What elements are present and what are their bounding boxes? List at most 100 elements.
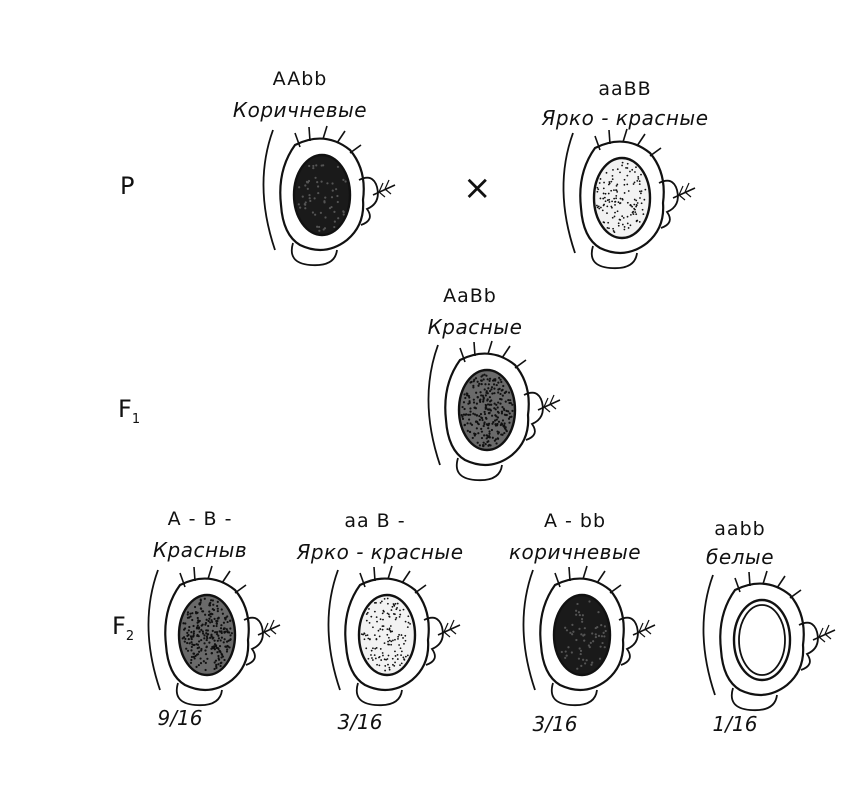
f2-2-eye-stipple-dot [400,634,403,636]
f1-eye-stipple-dot [463,393,466,396]
parent-1-eye-stipple-dot [314,176,317,179]
f2-1-eye-bristle [193,566,196,582]
f2-1-eye-stipple-dot [211,647,214,650]
f2-3-eye-stipple-dot [585,659,588,662]
f2-1-eye-stipple-dot [204,613,207,616]
f2-1-eye-stipple-dot [224,630,227,633]
f2-2-eye-stipple-dot [365,647,368,650]
f1-eye-stipple-dot [507,417,511,420]
parent-2-eye-stipple-dot [638,221,641,223]
f2-3-eye-bristle [609,584,622,594]
f1-eye-stipple-dot [464,396,467,400]
f1-eye-stipple-dot [480,430,484,433]
parent-2-eye-stipple-dot [626,222,629,225]
parent-2-eye-stipple-dot [616,183,619,186]
f1-eye-stipple-dot [499,378,502,381]
f2-1-eye-stipple-dot [205,635,208,638]
f2-2-eye-stipple-dot [365,619,368,622]
parent-2-eye-stipple-dot [640,173,642,176]
f1-eye-stipple-dot [469,430,472,434]
f2-1-eye-stipple-dot [216,610,219,613]
f2-1-eye-stipple-dot [206,629,209,632]
f1-eye-stipple-dot [476,395,479,399]
f2-1-eye-stipple-dot [217,657,220,660]
f1-eye-stipple-dot [481,418,484,422]
parent-1-eye-stipple-dot [324,196,327,199]
f2-2-eye-stipple-dot [400,662,403,665]
f1-eye-stipple-dot [478,399,481,402]
f1-eye-stipple-dot [472,384,475,388]
f2-1-eye-stipple-dot [195,612,198,615]
f1-eye-stipple-dot [491,436,494,439]
f2-1-eye-stipple-dot [229,627,232,630]
f2-1-eye-stipple-dot [205,618,208,621]
parent-2-eye-stipple-dot [640,190,643,193]
f1-eye-stipple-dot [485,423,489,426]
parent-2-eye-stipple-dot [613,231,616,234]
parent-1-phenotype: Коричневые [232,98,368,122]
f2-2-eye-stipple-dot [404,634,407,637]
parent-2-eye-stipple-dot [606,199,609,202]
parent-2-eye-stipple-dot [632,183,635,185]
f2-1-eye-stipple-dot [198,630,201,633]
f1-eye-stipple-dot [496,416,500,419]
f2-1-eye-stipple-dot [225,628,228,631]
f1-eye-stipple-dot [472,412,475,415]
f1-eye-stipple-dot [505,413,508,417]
f1-eye-stipple-dot [473,413,477,416]
parent-2-eye-stipple-dot [606,226,609,229]
parent-2-eye-arista-branch [678,194,686,201]
f2-3-eye-stipple-dot [591,661,594,664]
f1-eye-stipple-dot [463,407,466,411]
parent-2-eye-stipple-dot [603,196,606,199]
f2-1-eye-stipple-dot [192,624,195,628]
parent-1-eye-stipple-dot [336,200,339,204]
f1-eye-stipple-dot [488,411,491,414]
parent-2-eye-bristle [608,129,611,145]
f2-1-eye-stipple-dot [192,630,196,633]
parent-1-eye-stipple-dot [311,211,315,214]
f2-3-eye-stipple-dot [580,664,583,667]
f1-eye-stipple-dot [493,407,496,410]
parent-2-eye-arista-branch [684,182,690,193]
parent-2-eye-stipple-dot [635,203,638,206]
f2-1-eye-stipple-dot [218,650,221,653]
f1-eye-stipple-dot [482,378,485,381]
f2-3-phenotype: коричневые [508,540,642,564]
f2-1-eye-stipple-dot [190,658,193,662]
f2-3-eye-stipple-dot [597,634,601,637]
parent-2-eye-stipple-dot [619,171,621,174]
f1-eye-stipple-dot [503,431,506,435]
f1-eye-arista-branch [543,406,551,413]
f1-eye-stipple-dot [503,422,506,425]
parent-1-eye-stipple-dot [323,200,326,203]
f2-2-eye-stipple-dot [364,634,367,637]
parent-2-eye-stipple-dot [608,227,610,230]
parent-2-eye-stipple-dot [615,194,618,197]
f1-eye-stipple-dot [483,388,486,391]
f2-1-eye-stipple-dot [197,620,200,623]
f1-eye-stipple-dot [497,391,500,394]
f2-1-eye-stipple-dot [204,623,207,626]
parent-1-genotype: AAbb [272,68,328,90]
parent-2-eye-stipple-dot [632,213,635,216]
parent-2-eye-stipple-dot [615,184,618,187]
f2-1-eye-stipple-dot [216,600,219,603]
f2-1-eye-stipple-dot [183,627,187,630]
f2-2-eye-stipple-dot [399,613,402,616]
f2-1-eye-stipple-dot [216,604,219,608]
f2-4-phenotype: белые [705,545,775,569]
f2-1-eye-stipple-dot [188,642,191,645]
parent-1-eye-arista-branch [384,179,390,190]
f2-2-eye-stipple-dot [378,664,381,667]
f2-1-eye-stipple-dot [193,643,196,647]
f2-1-eye-stipple-dot [207,619,210,623]
f2-3-eye-stipple-dot [589,641,592,644]
f2-2-eye-bristle [359,572,366,588]
f2-1-eye-stipple-dot [204,649,207,652]
f2-2-eye-stipple-dot [389,630,392,632]
parent-2-eye-stipple-dot [644,188,647,191]
f2-2-eye-stipple-dot [394,602,397,605]
f2-2-eye-stipple-dot [394,618,397,621]
f2-1-eye-stipple-dot [196,653,200,656]
